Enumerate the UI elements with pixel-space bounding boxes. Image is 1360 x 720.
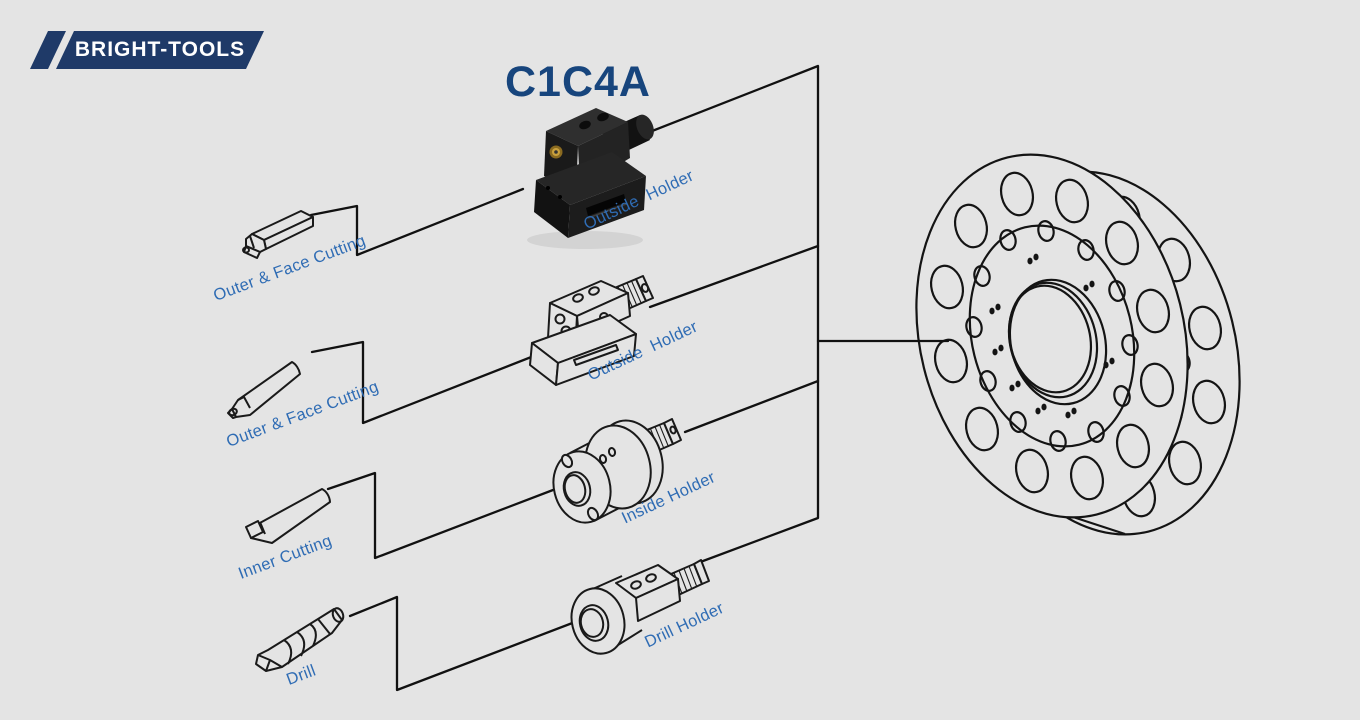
page-title: C1C4A <box>505 58 651 106</box>
connector-row3-left <box>326 471 555 560</box>
brand-logo-shape <box>30 31 264 69</box>
tool-twist-drill <box>255 607 345 672</box>
connector-row4-left <box>348 595 577 692</box>
brand-logo: BRIGHT-TOOLS <box>56 31 264 69</box>
logo-slash-icon <box>30 31 66 69</box>
connector-lines <box>309 64 950 692</box>
tool-boring-bar <box>245 488 331 544</box>
holder-drill-drawing <box>570 559 710 655</box>
brand-logo-label: BRIGHT-TOOLS <box>74 38 246 61</box>
tool-round-turning <box>227 361 301 419</box>
turret-center-bore <box>1007 278 1108 406</box>
tool-square-turning <box>242 210 314 259</box>
connector-row2-right <box>648 244 820 309</box>
holder-inside-drawing <box>552 418 682 524</box>
holder-photo-outside <box>527 108 654 249</box>
connector-row3-right <box>683 379 820 434</box>
turret-index-dots <box>989 253 1115 419</box>
turret-disc <box>915 153 1241 536</box>
connector-row2-left <box>310 340 546 425</box>
connector-trunk <box>645 64 820 566</box>
holder-outside-drawing <box>529 275 654 386</box>
connector-row1-left <box>309 187 525 257</box>
